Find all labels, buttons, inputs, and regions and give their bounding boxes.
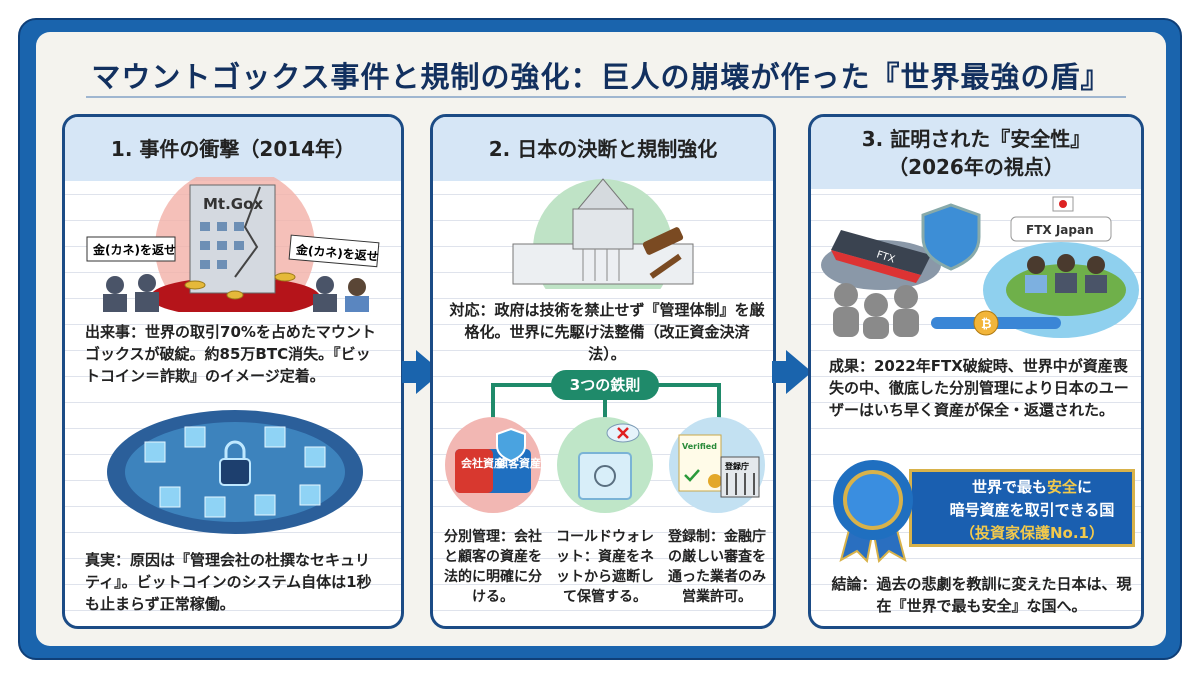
rule-registration-text: 登録制：金融庁の厳しい審査を通った業者のみ営業許可。 [668, 529, 766, 605]
panel-incident: 1. 事件の衝撃（2014年） Mt.Gox 金(カネ)を返せ 金(カネ)を返せ… [62, 114, 404, 629]
svg-text:登録庁: 登録庁 [724, 461, 749, 471]
heading-line-2: （2026年の視点） [888, 155, 1064, 179]
frame: マウントゴックス事件と規制の強化：巨人の崩壊が作った『世界最強の盾』 1. 事件… [18, 18, 1182, 660]
title-divider [86, 96, 1126, 98]
registration-certificate-icon: Verified 登録庁 [669, 417, 765, 513]
panel-heading: 3. 証明された『安全性』 （2026年の視点） [811, 117, 1141, 189]
result-text: 成果：2022年FTX破綻時、世界中が資産喪失の中、徹底した分別管理により日本の… [829, 357, 1129, 419]
page-title: マウントゴックス事件と規制の強化：巨人の崩壊が作った『世界最強の盾』 [91, 60, 1111, 94]
protest-sign-left: 金(カネ)を返せ [92, 242, 176, 257]
panel-regulation: 2. 日本の決断と規制強化 対応：政府は技術を禁止せず『管理体制』を厳格化。世界… [430, 114, 776, 629]
blockchain-lock-illustration [107, 410, 363, 534]
ship-label: FTX [875, 249, 896, 265]
heading-line-1: 3. 証明された『安全性』 [861, 127, 1091, 151]
panel-heading: 1. 事件の衝撃（2014年） [65, 117, 401, 181]
rules-label: 3つの鉄則 [551, 370, 659, 400]
ftx-collapse-illustration: FTX FTX Japan ₿ [821, 196, 1139, 339]
segregation-icon: 会社資産 顧客資産 [445, 417, 541, 513]
award-ribbon: 世界で最も安全に 暗号資産を取引できる国 （投資家保護No.1） [909, 469, 1135, 547]
ftx-japan-label: FTX Japan [1026, 223, 1094, 237]
rule-cold-wallet-text: コールドウォレット：資産をネットから遮断して保管する。 [556, 529, 654, 605]
event-text: 出来事：世界の取引70%を占めたマウントゴックスが破綻。約85万BTC消失。『ビ… [85, 323, 376, 385]
cold-wallet-safe-icon [557, 417, 653, 513]
response-text: 対応：政府は技術を禁止せず『管理体制』を厳格化。世界に先駆け法整備（改正資金決済… [449, 301, 765, 363]
panel-heading: 2. 日本の決断と規制強化 [433, 117, 773, 181]
medal-icon [833, 460, 913, 564]
paper: マウントゴックス事件と規制の強化：巨人の崩壊が作った『世界最強の盾』 1. 事件… [36, 32, 1166, 646]
svg-text:Verified: Verified [682, 442, 717, 451]
truth-text: 真実：原因は『管理会社の杜撰なセキュリティ』。ビットコインのシステム自体は1秒も… [85, 551, 372, 613]
mtgox-collapse-illustration: Mt.Gox 金(カネ)を返せ 金(カネ)を返せ [86, 177, 380, 312]
mtgox-logo: Mt.Gox [203, 195, 263, 213]
safety-award-badge: 世界で最も安全に 暗号資産を取引できる国 （投資家保護No.1） [833, 460, 1135, 564]
conclusion-text: 結論：過去の悲劇を教訓に変えた日本は、現在『世界で最も安全』な国へ。 [831, 575, 1132, 615]
panel-safety: 3. 証明された『安全性』 （2026年の視点） FTX FTX Japan ₿… [808, 114, 1144, 629]
svg-text:会社資産: 会社資産 [461, 456, 505, 470]
svg-text:₿: ₿ [981, 317, 992, 332]
protest-sign-right: 金(カネ)を返せ [294, 242, 379, 264]
arrow-right-icon [772, 350, 812, 394]
diet-building-gavel-illustration [512, 178, 694, 289]
rule-segregation-text: 分別管理：会社と顧客の資産を法的に明確に分ける。 [444, 529, 542, 605]
